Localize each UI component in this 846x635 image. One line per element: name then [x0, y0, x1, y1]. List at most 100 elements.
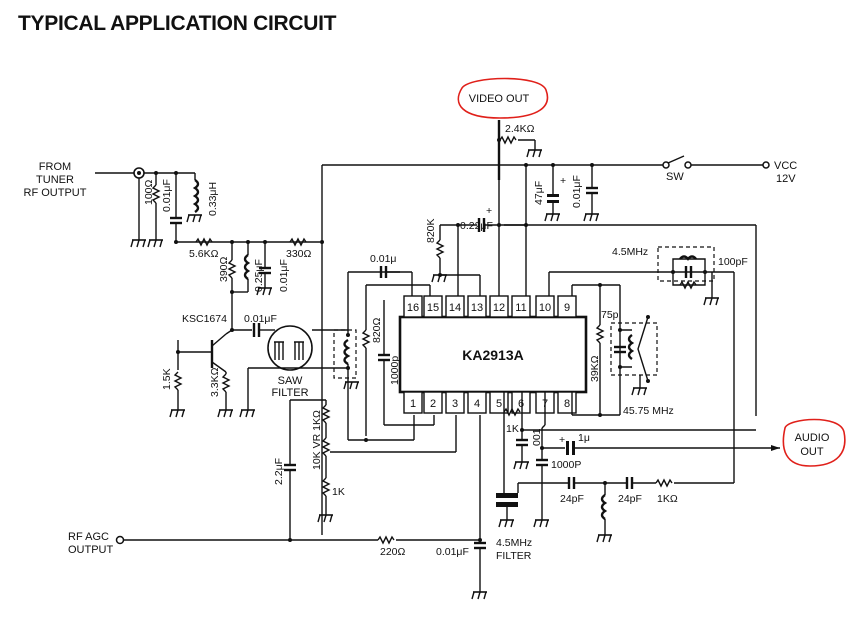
ic-pin-8: 8: [557, 391, 577, 414]
ic-pin-10: 10: [535, 295, 555, 318]
label-vr: 10K VR 1KΩ: [311, 410, 323, 470]
switch-lever-icon: [667, 155, 685, 164]
label-r-820: 820Ω: [371, 317, 383, 343]
label-c-75p: 75p: [601, 309, 619, 321]
ic-pin-number: 5: [496, 398, 502, 410]
ic-pin-number: 14: [449, 302, 461, 314]
label-c-100p: 100pF: [718, 256, 748, 268]
ic-pin-number: 12: [493, 302, 505, 314]
audio-out-label-2: OUT: [800, 446, 824, 458]
input-label-line2: TUNER: [36, 174, 74, 186]
label-c-22: 2.2μF: [273, 458, 285, 485]
input-label-line1: FROM: [39, 161, 71, 173]
label-r-820k: 820K: [425, 218, 437, 243]
label-c-1u: 1μ: [578, 432, 590, 444]
input-section: [95, 165, 324, 535]
video-out-annotation: VIDEO OUT: [457, 77, 549, 119]
label-vcc: VCC: [774, 160, 797, 172]
label-c-24b: 24pF: [618, 493, 642, 505]
ic-ka2913a: KA2913A: [398, 315, 588, 394]
component-labels: FROM TUNER RF OUTPUT 100Ω 0.01μF 0.33μH …: [24, 123, 798, 562]
label-c-1000p: 1000p: [389, 356, 401, 385]
label-r-39k: 39KΩ: [589, 355, 601, 382]
audio-section: [496, 392, 780, 543]
ic-pin-number: 10: [539, 302, 551, 314]
label-c-1000P: 1000P: [551, 459, 581, 471]
ic-pin-1: 1: [403, 391, 423, 414]
label-f-4575: 45.75 MHz: [623, 405, 674, 417]
label-r-24k: 2.4KΩ: [505, 123, 535, 135]
label-l-025: 0.25μF: [253, 259, 265, 292]
label-c-022: 0.22μF: [460, 220, 493, 232]
ic-pin-number: 2: [430, 398, 436, 410]
label-c-001d: 0.01μ: [370, 253, 397, 265]
label-r-220: 220Ω: [380, 546, 406, 558]
ic-pin-3: 3: [445, 391, 465, 414]
label-plus-022: +: [486, 205, 492, 217]
label-r-390: 390Ω: [218, 256, 230, 282]
ic-pin-9: 9: [557, 295, 577, 318]
ic-pin-14: 14: [445, 295, 465, 318]
ic-pin-number: 4: [474, 398, 480, 410]
diagram-title: TYPICAL APPLICATION CIRCUIT: [18, 12, 337, 35]
label-saw-2: FILTER: [271, 387, 308, 399]
label-c-001c: 0.01μF: [244, 313, 277, 325]
ic-pin-2: 2: [423, 391, 443, 414]
video-out-label: VIDEO OUT: [469, 93, 530, 105]
label-switch: SW: [666, 171, 684, 183]
label-filter45-1: 4.5MHz: [496, 537, 532, 549]
ic-pins-top: 16 15 14 13 12 11 10 9: [403, 295, 577, 318]
ic-pin-13: 13: [467, 295, 487, 318]
bottom-wiring: [115, 399, 488, 600]
audio-out-label-1: AUDIO: [795, 432, 830, 444]
label-r-1k: 1K: [332, 486, 345, 498]
tank-circuits: [548, 246, 735, 425]
label-c-001b: 0.01μF: [278, 259, 290, 292]
ic-pin-number: 6: [518, 398, 524, 410]
switch-contact-icon: [662, 161, 670, 169]
label-r-5k6: 5.6KΩ: [189, 248, 219, 260]
label-12v: 12V: [776, 173, 796, 185]
if-coil-icon: [333, 266, 431, 440]
ic-part-label: KA2913A: [462, 347, 523, 363]
label-rf-agc-1: RF AGC: [68, 531, 109, 543]
label-rf-agc-2: OUTPUT: [68, 544, 114, 556]
ic-pin-number: 15: [427, 302, 439, 314]
ic-pin-number: 16: [407, 302, 419, 314]
rf-agc-terminal-icon: [115, 535, 125, 545]
label-c-001f: 001: [531, 428, 543, 446]
label-r-330: 330Ω: [286, 248, 312, 260]
label-plus-47: +: [560, 175, 566, 187]
label-c-001g: 0.01μF: [436, 546, 469, 558]
label-r-1k-b: 1K: [506, 423, 519, 435]
ic-pin-4: 4: [467, 391, 487, 414]
label-filter45-2: FILTER: [496, 550, 532, 562]
top-wiring: [322, 120, 770, 416]
label-c-001a: 0.01μF: [161, 179, 173, 212]
audio-out-annotation: AUDIO OUT: [782, 418, 846, 467]
label-r-100: 100Ω: [143, 179, 155, 205]
label-r-3k3: 3.3KΩ: [209, 367, 221, 397]
label-c-47: 47μF: [533, 181, 545, 205]
label-c-001e: 0.01μF: [571, 175, 583, 208]
transistor-ksc1674-icon: [169, 323, 275, 418]
ic-pin-12: 12: [489, 295, 509, 318]
ic-pin-15: 15: [423, 295, 443, 318]
saw-filter-icon: [239, 325, 348, 418]
label-saw-1: SAW: [278, 375, 303, 387]
input-label-line3: RF OUTPUT: [24, 187, 87, 199]
resistor-100-icon: [151, 184, 161, 204]
ic-pin-number: 8: [564, 398, 570, 410]
ic-pin-number: 9: [564, 302, 570, 314]
ic-pin-number: 13: [471, 302, 483, 314]
label-f-45: 4.5MHz: [612, 246, 648, 258]
label-r-1k5: 1.5K: [161, 368, 173, 390]
ic-pin-11: 11: [511, 295, 531, 318]
ic-pin-16: 16: [403, 295, 423, 318]
ic-pin-number: 1: [410, 398, 416, 410]
ic-pin-6: 6: [511, 391, 531, 414]
label-l-033: 0.33μH: [207, 182, 219, 216]
label-plus-1u: +: [559, 434, 565, 446]
